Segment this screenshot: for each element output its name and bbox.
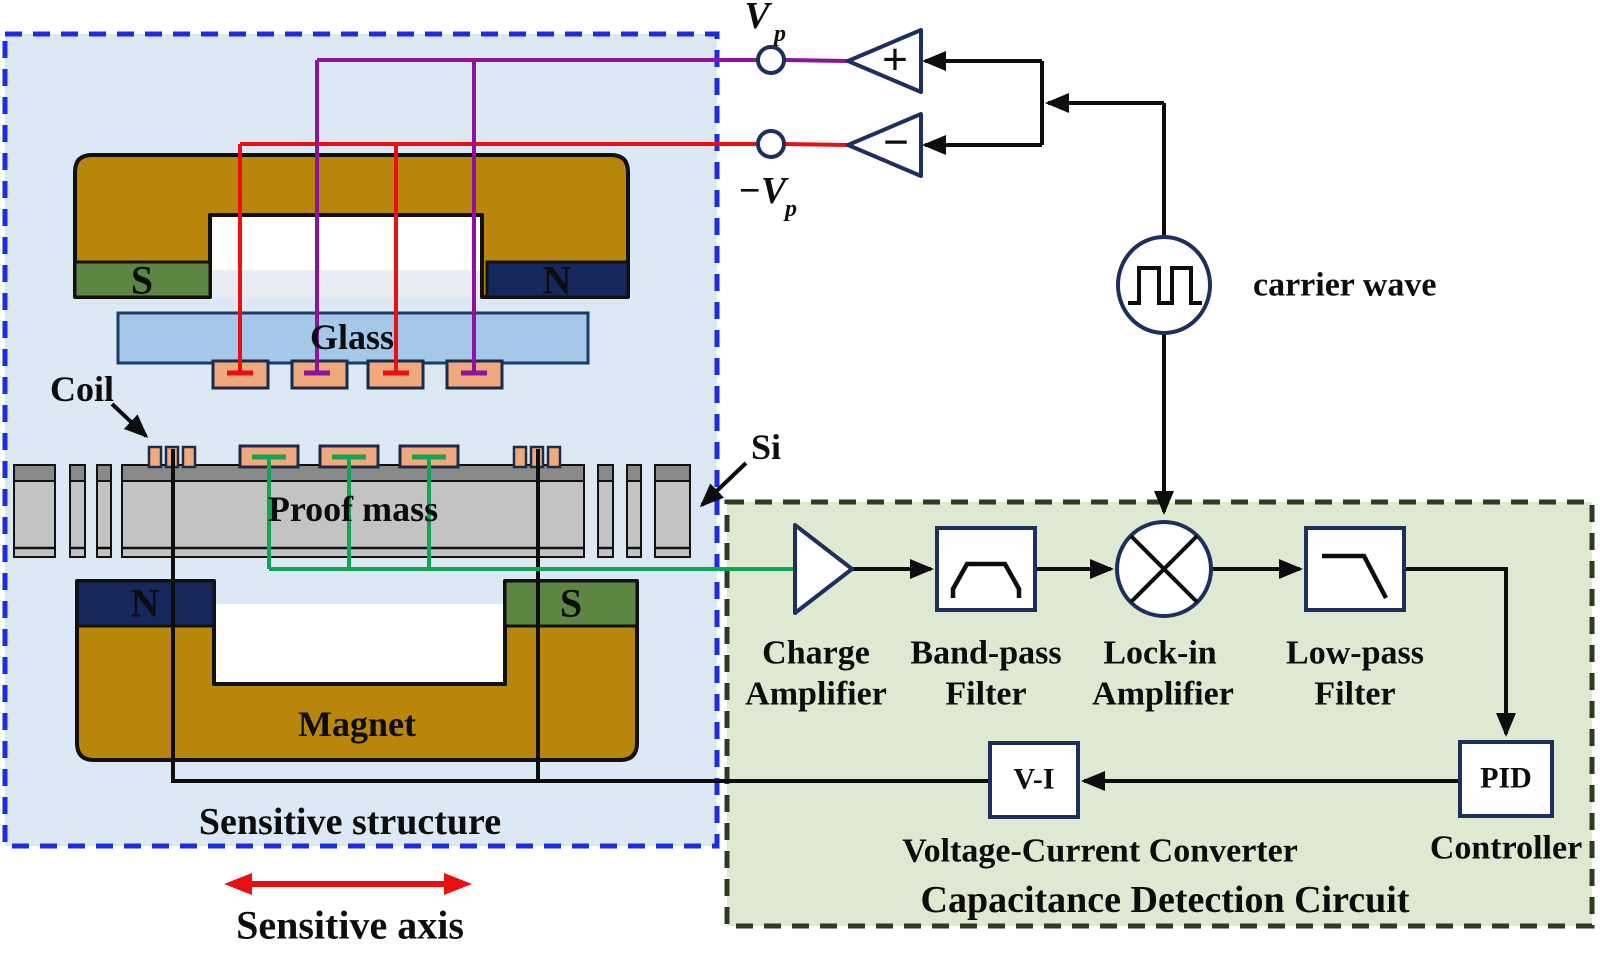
- low-pass-label-2: Filter: [1314, 676, 1395, 713]
- coil-label: Coil: [50, 369, 114, 409]
- plus-buffer-sign: +: [882, 34, 908, 85]
- top-pole-s-letter: S: [131, 258, 153, 303]
- neg-vp-label: −V: [738, 170, 789, 212]
- si-pointer-arrow: [699, 461, 748, 508]
- glass-layer: [116, 311, 590, 365]
- charge-amplifier-label-2: Amplifier: [745, 676, 887, 713]
- coil-pointer-arrow: [110, 402, 149, 439]
- top-magnet-gap-band: [212, 270, 480, 297]
- carrier-wave-source: [1116, 235, 1212, 335]
- minus-buffer-amp: [846, 112, 923, 178]
- charge-amplifier-label-1: Charge: [762, 635, 870, 672]
- pid-box-label: PID: [1480, 762, 1532, 795]
- square-wave-icon: [1128, 266, 1202, 305]
- detection-circuit-title: Capacitance Detection Circuit: [921, 879, 1410, 921]
- minus-buffer-sign: −: [883, 117, 909, 168]
- magnet-label: Magnet: [298, 704, 416, 744]
- band-pass-label-1: Band-pass: [910, 635, 1061, 672]
- carrier-distribution-wires: [922, 51, 1174, 515]
- carrier-wave-label: carrier wave: [1253, 267, 1436, 304]
- top-pole-n-block: [485, 260, 630, 299]
- bottom-pole-n-letter: N: [131, 581, 160, 626]
- vi-box-label: V-I: [1013, 763, 1054, 796]
- charge-amplifier-icon: [793, 523, 854, 615]
- top-pole-n-letter: N: [543, 258, 572, 303]
- band-pass-icon: [950, 561, 1022, 598]
- neg-vp-subscript: p: [783, 196, 797, 222]
- proof-mass-slab: [13, 464, 691, 558]
- glass-label: Glass: [310, 317, 394, 357]
- vp-label: V: [744, 0, 772, 37]
- bottom-pole-s-block: [503, 579, 639, 628]
- sensitive-structure-title: Sensitive structure: [199, 801, 501, 843]
- vp-terminal: [756, 45, 786, 75]
- low-pass-icon: [1322, 553, 1388, 600]
- neg-vp-terminal: [756, 129, 786, 159]
- sensitive-axis-arrow: [224, 873, 472, 895]
- vi-caption: Voltage-Current Converter: [902, 833, 1298, 870]
- low-pass-filter-block: [1304, 526, 1406, 612]
- mixer-cross: [1129, 534, 1199, 604]
- top-magnet-gap-white: [212, 217, 480, 270]
- bottom-pole-n-block: [75, 579, 216, 628]
- lock-in-label-1: Lock-in: [1103, 635, 1216, 672]
- lock-in-label-2: Amplifier: [1092, 676, 1234, 713]
- si-label: Si: [751, 427, 781, 467]
- sensitive-axis-label: Sensitive axis: [236, 903, 464, 948]
- plus-buffer-amp: [846, 28, 923, 94]
- vi-converter-block: [988, 741, 1080, 819]
- top-pole-s-block: [73, 260, 212, 299]
- band-pass-label-2: Filter: [945, 676, 1026, 713]
- sense-pickoff-wires: [252, 454, 795, 571]
- bottom-pole-s-letter: S: [560, 581, 582, 626]
- proof-mass-label: Proof mass: [268, 489, 438, 529]
- positive-excitation-wires: [304, 58, 849, 376]
- bottom-magnet-gap-white: [216, 604, 503, 682]
- negative-excitation-wires: [227, 142, 849, 376]
- detection-chain-wires: [852, 559, 1516, 791]
- coil-feedback-wire: [171, 449, 990, 783]
- low-pass-label-1: Low-pass: [1286, 635, 1424, 672]
- pid-controller-block: [1458, 740, 1554, 818]
- vp-subscript: p: [772, 21, 786, 47]
- pid-caption: Controller: [1430, 830, 1582, 867]
